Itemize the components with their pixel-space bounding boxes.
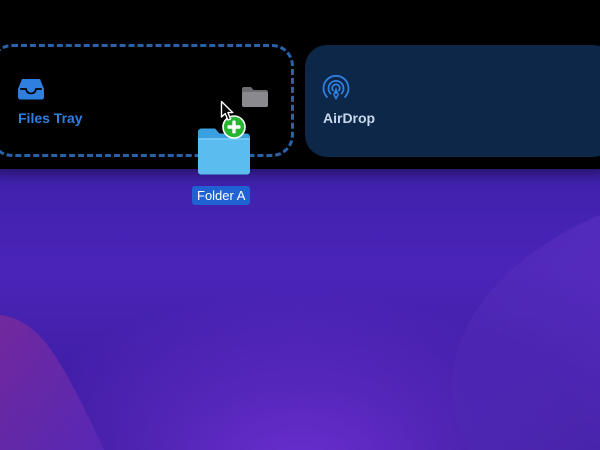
files-tray-drop-zone[interactable] bbox=[0, 44, 294, 157]
airdrop-target[interactable] bbox=[305, 45, 600, 157]
airdrop-icon bbox=[322, 74, 350, 102]
folder-icon[interactable] bbox=[196, 126, 252, 176]
tray-icon bbox=[17, 78, 45, 100]
plus-icon bbox=[222, 115, 246, 139]
files-tray-label: Files Tray bbox=[18, 110, 83, 126]
airdrop-label: AirDrop bbox=[323, 110, 376, 126]
wallpaper-right-wave bbox=[452, 215, 600, 450]
small-folder-icon bbox=[241, 86, 269, 108]
mouse-cursor-icon bbox=[220, 100, 236, 122]
wallpaper-left-wave bbox=[0, 315, 104, 450]
folder-name-label: Folder A bbox=[192, 186, 251, 205]
